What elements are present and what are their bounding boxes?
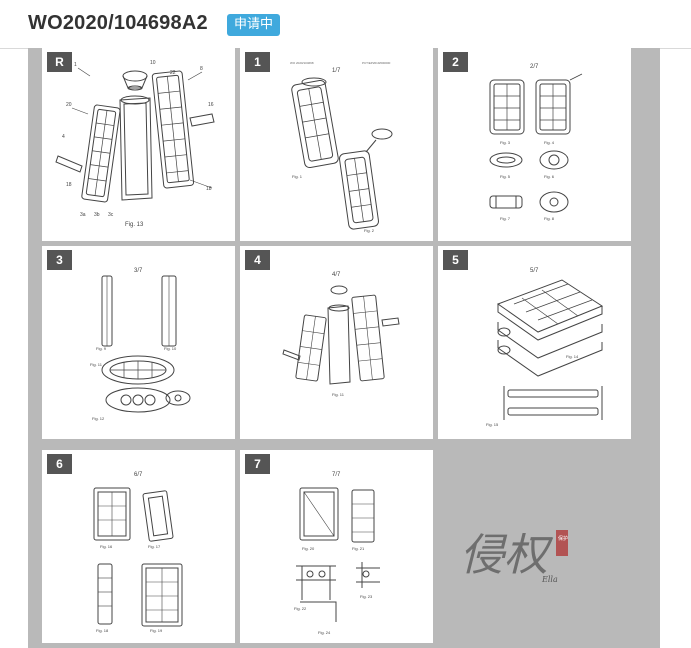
figure-caption: Fig. 5: [500, 174, 511, 179]
thumbnail-4[interactable]: 4/7 Fig. 11 4: [240, 246, 433, 439]
svg-text:10: 10: [150, 60, 156, 66]
figure-caption: Fig. 16: [100, 544, 113, 549]
svg-text:18: 18: [66, 182, 72, 188]
thumbnail-7[interactable]: 7/7 Fig. 20 Fig. 21 Fig. 22 Fig. 23 Fig.…: [240, 450, 433, 643]
svg-text:22: 22: [170, 70, 176, 76]
patent-drawing-page-2: 2/7 Fig. 3 Fig. 4 Fig. 5 Fig. 6 Fig. 7: [489, 64, 583, 221]
figure-caption: Fig. 15: [486, 422, 499, 427]
header: WO2020/104698A2 申请中: [0, 0, 691, 49]
figure-caption: Fig. 9: [96, 346, 107, 351]
watermark-seal: 保护: [558, 535, 568, 542]
figure-caption: Fig. 14: [566, 354, 579, 359]
patent-number-title: WO2020/104698A2: [28, 12, 208, 34]
svg-text:4: 4: [62, 134, 65, 140]
figure-caption: Fig. 19: [150, 628, 163, 633]
svg-text:8: 8: [200, 66, 203, 72]
figure-caption: Fig. 13: [125, 222, 144, 228]
svg-text:WO 2020/104698: WO 2020/104698: [290, 61, 314, 65]
figure-caption: Fig. 17: [148, 544, 161, 549]
page-number: 7/7: [332, 472, 341, 478]
figure-caption: Fig. 24: [318, 630, 331, 635]
thumbnail-r[interactable]: 1 10 22 8 20 4 16 18 18 3a 3b 3c Fig. 13 R: [42, 48, 235, 241]
figure-caption: Fig. 21: [352, 546, 365, 551]
thumbnail-5[interactable]: 5/7 Fig. 14 Fig. 15 5: [438, 246, 631, 439]
thumbnail-2[interactable]: 2/7 Fig. 3 Fig. 4 Fig. 5 Fig. 6 Fig. 7: [438, 48, 631, 241]
thumbnail-label: 5: [443, 250, 468, 270]
svg-text:3b: 3b: [94, 212, 100, 218]
seal-icon: [556, 530, 568, 556]
patent-drawing-page-5: 5/7 Fig. 14 Fig. 15: [486, 268, 604, 427]
figure-caption: Fig. 12: [92, 416, 105, 421]
thumbnail-label: 7: [245, 454, 270, 474]
figure-caption: Fig. 11: [90, 362, 103, 367]
page-number: 4/7: [332, 272, 341, 278]
figure-caption: Fig. 23: [360, 594, 373, 599]
thumbnail-label: 1: [245, 52, 270, 72]
figure-caption: Fig. 18: [96, 628, 109, 633]
svg-text:3a: 3a: [80, 212, 86, 218]
figure-caption: Fig. 8: [544, 216, 555, 221]
figure-caption: Fig. 3: [500, 140, 511, 145]
figure-caption: Fig. 1: [292, 174, 303, 179]
svg-text:16: 16: [208, 102, 214, 108]
page-number: 1/7: [332, 68, 341, 74]
figure-caption: Fig. 22: [294, 606, 307, 611]
thumbnail-label: 4: [245, 250, 270, 270]
thumbnail-label: 3: [47, 250, 72, 270]
figure-caption: Fig. 6: [544, 174, 555, 179]
figure-caption: Fig. 10: [164, 346, 177, 351]
thumbnail-label: R: [47, 52, 72, 72]
page-number: 5/7: [530, 268, 539, 274]
patent-drawing-page-3: 3/7 Fig. 9 Fig. 10 Fig. 11 Fig. 12: [90, 268, 191, 421]
thumbnail-3[interactable]: 3/7 Fig. 9 Fig. 10 Fig. 11 Fig. 12 3: [42, 246, 235, 439]
patent-drawing-page-7: 7/7 Fig. 20 Fig. 21 Fig. 22 Fig. 23 Fig.…: [294, 472, 380, 635]
thumbnail-label: 6: [47, 454, 72, 474]
svg-text:PCT/EP2019/000000: PCT/EP2019/000000: [362, 61, 391, 65]
svg-text:1: 1: [74, 62, 77, 68]
svg-text:18: 18: [206, 186, 212, 192]
figure-caption: Fig. 7: [500, 216, 511, 221]
watermark-text: 侵权: [460, 530, 554, 581]
patent-drawing-page-6: 6/7 Fig. 16 Fig. 17 Fig. 18 Fig. 19: [93, 472, 183, 633]
figure-caption: Fig. 2: [364, 228, 375, 233]
patent-drawing-page-4: 4/7 Fig. 11: [282, 272, 400, 397]
patent-drawing-representative: 1 10 22 8 20 4 16 18 18 3a 3b 3c Fig. 13: [55, 60, 215, 228]
status-badge: 申请中: [227, 14, 281, 36]
svg-text:3c: 3c: [108, 212, 114, 218]
svg-text:20: 20: [66, 102, 72, 108]
page-number: 2/7: [530, 64, 539, 70]
figure-caption: Fig. 4: [544, 140, 555, 145]
page-number: 3/7: [134, 268, 143, 274]
patent-drawing-page-1: WO 2020/104698 PCT/EP2019/000000 1/7: [290, 61, 393, 233]
thumbnail-label: 2: [443, 52, 468, 72]
figure-caption: Fig. 20: [302, 546, 315, 551]
watermark-signature: Ella: [541, 575, 558, 584]
watermark-logo: 侵权 保护 Ella: [460, 530, 568, 584]
thumbnail-6[interactable]: 6/7 Fig. 16 Fig. 17 Fig. 18 Fig. 19 6: [42, 450, 235, 643]
thumbnail-1[interactable]: WO 2020/104698 PCT/EP2019/000000 1/7: [240, 48, 433, 241]
figure-caption: Fig. 11: [332, 392, 345, 397]
page-number: 6/7: [134, 472, 143, 478]
